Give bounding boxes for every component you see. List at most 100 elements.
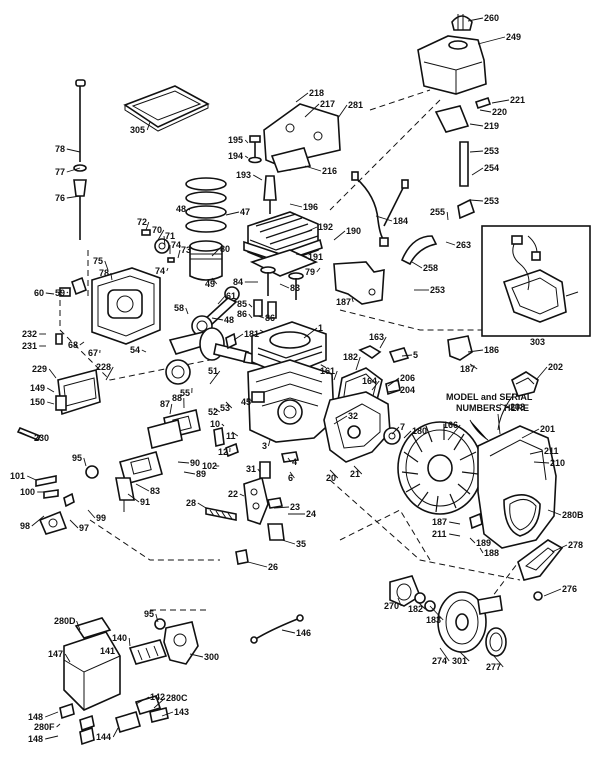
piston-rings (185, 177, 227, 233)
leader-line (166, 267, 169, 272)
leader-line (333, 370, 338, 381)
leader-line (233, 333, 244, 341)
bracket-187 (333, 261, 385, 305)
part-number: 217 (320, 99, 335, 109)
part-number: 194 (228, 151, 243, 161)
callout-274: 274 (432, 647, 450, 666)
part-number: 35 (296, 539, 306, 549)
part-number: 249 (506, 32, 521, 42)
part-number: 278 (568, 540, 583, 550)
leader-line (169, 403, 173, 415)
callout-85: 85 (237, 299, 253, 309)
part-number: 88 (172, 393, 182, 403)
leader-line (189, 653, 204, 658)
leader-line (411, 261, 423, 269)
air-cleaner (59, 617, 169, 746)
leader-line (248, 303, 253, 308)
callout-303: 303 (530, 337, 545, 347)
part-number: 281 (348, 100, 363, 110)
part-number: 253 (430, 285, 445, 295)
callout-280F: 280F (34, 722, 61, 732)
part-number: 181 (244, 329, 259, 339)
callout-141: 141 (100, 646, 121, 657)
leader-line (467, 349, 484, 353)
callout-253: 253 (414, 285, 445, 295)
part-number: 23 (290, 502, 300, 512)
part-number: 201 (540, 424, 555, 434)
callout-253: 253 (469, 146, 499, 156)
callout-98: 98 (20, 515, 45, 531)
seal-181 (225, 332, 237, 350)
part-number: 97 (79, 523, 89, 533)
leader-line (281, 629, 296, 634)
callout-140: 140 (112, 633, 131, 647)
leader-line (279, 283, 290, 289)
leader-line (48, 368, 57, 379)
callout-277: 277 (486, 655, 504, 672)
dipstick-tube (73, 79, 87, 240)
leader-line (153, 697, 166, 709)
leader-line (289, 203, 303, 208)
callout-230: 230 (19, 431, 49, 443)
starter-cup (389, 575, 436, 612)
callout-10: 10 (210, 419, 225, 429)
part-number: 182 (408, 604, 423, 614)
part-number: 300 (204, 652, 219, 662)
bracket-186 (447, 335, 473, 361)
callout-182: 182 (343, 352, 361, 371)
leader-line (303, 327, 318, 339)
leader-line (69, 519, 79, 529)
callout-249: 249 (477, 32, 521, 45)
callout-300: 300 (189, 652, 219, 662)
leader-line (477, 36, 506, 45)
part-number: 255 (430, 207, 445, 217)
callout-53: 53 (220, 401, 233, 413)
callout-78: 78 (99, 268, 113, 281)
part-number: 210 (550, 458, 565, 468)
part-number: 3 (262, 441, 267, 451)
leader-line (47, 401, 55, 405)
leader-line (533, 461, 550, 464)
part-number: 59 (55, 288, 65, 298)
callout-91: 91 (127, 493, 150, 507)
part-number: 48 (224, 315, 234, 325)
callout-47: 47 (225, 207, 250, 217)
part-number: 228 (96, 362, 111, 372)
part-number: 91 (140, 497, 150, 507)
callout-219: 219 (469, 121, 499, 131)
callout-195: 195 (228, 135, 249, 145)
callout-4: 4 (287, 457, 297, 467)
part-number: 180 (412, 426, 427, 436)
leader-line (521, 428, 540, 439)
leader-line (141, 349, 147, 353)
leader-line (449, 533, 461, 537)
callout-182: 182 (408, 601, 426, 614)
leader-line (493, 655, 504, 668)
leader-line (127, 493, 140, 503)
part-number: 218 (309, 88, 324, 98)
leader-line (337, 104, 348, 119)
part-number: 86 (265, 313, 275, 323)
leader-line (248, 313, 253, 319)
leader-line (375, 215, 393, 222)
leader-line (46, 387, 55, 393)
leader-line (211, 317, 224, 321)
part-number: 74 (155, 266, 165, 276)
part-number: 28 (186, 498, 196, 508)
leader-line (447, 424, 461, 441)
leader-line (329, 469, 339, 479)
callout-6: 6 (288, 471, 295, 483)
leader-line (353, 465, 363, 475)
part-number: 51 (208, 366, 218, 376)
callout-147: 147 (48, 649, 71, 663)
part-number: 10 (210, 419, 220, 429)
part-number: 32 (348, 411, 358, 421)
part-number: 253 (484, 196, 499, 206)
part-number: 72 (137, 217, 147, 227)
callout-149: 149 (30, 383, 55, 393)
callout-88: 88 (172, 393, 185, 409)
callout-90: 90 (177, 458, 200, 468)
callout-7: 7 (391, 422, 405, 435)
callout-75: 75 (93, 256, 109, 271)
